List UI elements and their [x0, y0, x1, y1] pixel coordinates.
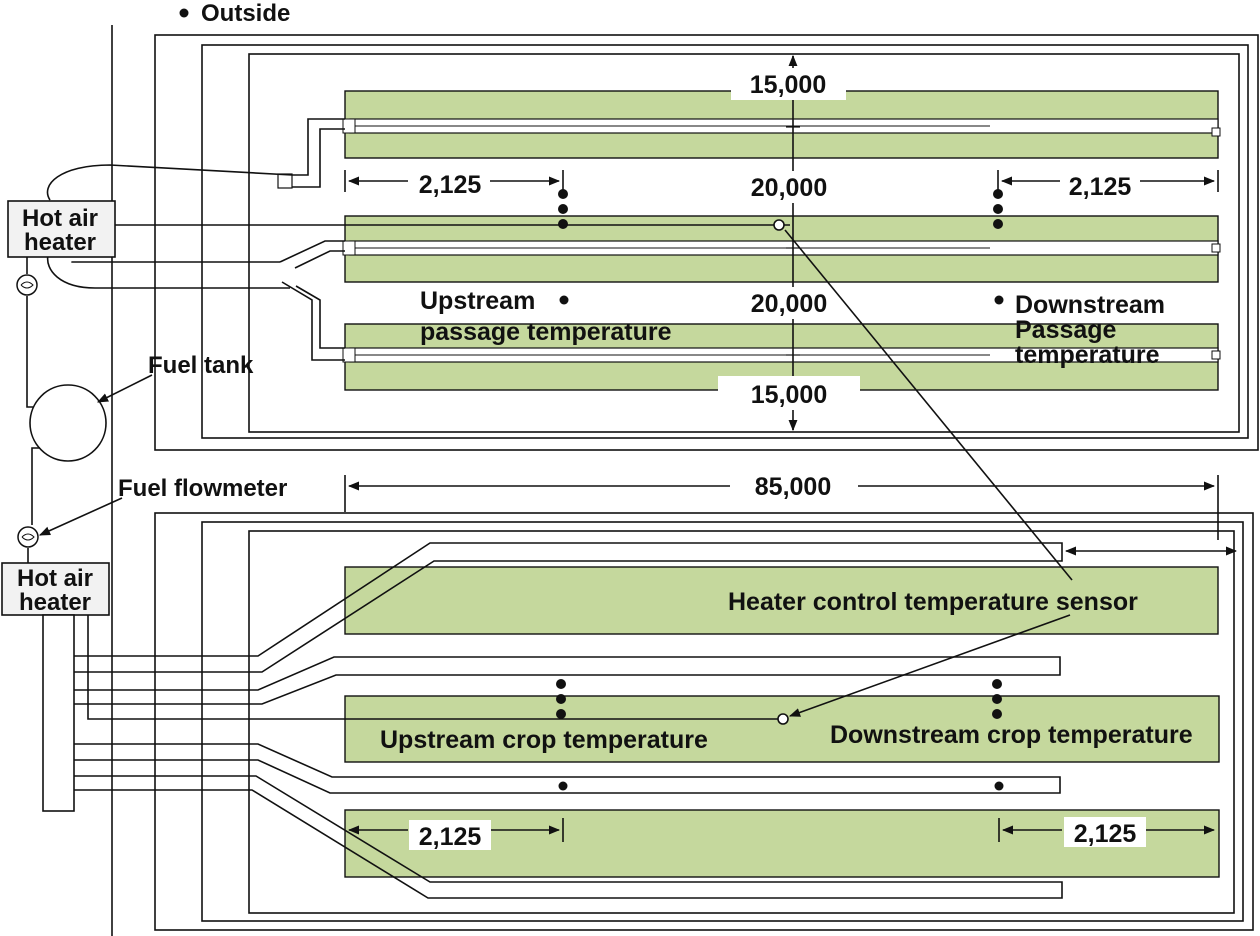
heater-top-label-2: heater — [24, 229, 96, 256]
heater-bottom-label-2: heater — [19, 589, 91, 616]
upstream-passage-label-1: Upstream — [420, 287, 535, 315]
sensor-dot — [558, 189, 568, 199]
dim-offset-bottom-right: 2,125 — [1074, 820, 1137, 848]
heater-control-sensor-bottom — [777, 713, 789, 725]
bottom-greenhouse: 85,000 — [74, 473, 1254, 931]
sensor-dot — [556, 709, 566, 719]
heater-control-sensor-top — [773, 219, 785, 231]
sensor-dot — [556, 679, 566, 689]
sensor-dot — [558, 781, 568, 791]
downstream-passage-dot — [994, 295, 1004, 305]
top-feed-pipes — [46, 118, 790, 361]
bottom-sensor-dots — [556, 679, 1004, 791]
sensor-dot — [993, 189, 1003, 199]
outside-sensor-dot — [179, 8, 189, 18]
sensor-leader-bottom — [788, 614, 1071, 717]
heater-control-sensor-label: Heater control temperature sensor — [728, 588, 1138, 616]
upstream-passage-dot — [559, 295, 569, 305]
bottom-crop-bed-1 — [344, 566, 1219, 635]
heater-top-label-1: Hot air — [22, 205, 98, 232]
bottom-middle-wall — [201, 521, 1244, 922]
dim-width-bottom: 15,000 — [751, 381, 827, 409]
outside-label: Outside — [201, 0, 290, 27]
downstream-passage-label-2: Passage — [1015, 316, 1117, 344]
top-sensor-dots — [558, 189, 1004, 305]
vertical-dimension — [786, 54, 800, 432]
fuel-tank-icon — [29, 384, 107, 462]
bottom-outer-wall — [154, 512, 1254, 931]
sensor-dot — [992, 679, 1002, 689]
bottom-inner-wall — [248, 530, 1235, 914]
flowmeter-top-icon — [16, 274, 38, 296]
fuel-tank-label: Fuel tank — [148, 352, 254, 379]
top-ducts — [342, 118, 1221, 363]
sensor-leader-top — [784, 229, 1073, 581]
dim-gap-2: 20,000 — [751, 290, 827, 318]
downstream-passage-label-3: temperature — [1015, 341, 1160, 369]
upstream-crop-label: Upstream crop temperature — [380, 726, 708, 754]
dim-gap-1: 20,000 — [751, 174, 827, 202]
dim-length: 85,000 — [755, 473, 831, 501]
dim-offset-top-left: 2,125 — [419, 171, 482, 199]
heater-top: Hot air heater — [7, 200, 116, 258]
dim-width-top: 15,000 — [750, 71, 826, 99]
fuel-flowmeter-label: Fuel flowmeter — [118, 475, 287, 502]
flowmeter-bottom-icon — [17, 526, 39, 548]
fuel-system: Fuel tank Fuel flowmeter — [16, 257, 287, 563]
sensor-dot — [556, 694, 566, 704]
heater-bottom: Hot air heater — [1, 562, 110, 812]
heater-bottom-label-1: Hot air — [17, 565, 93, 592]
sensor-dot — [992, 694, 1002, 704]
bottom-tubes — [74, 542, 1063, 899]
bottom-offset-dims — [347, 818, 1216, 842]
top-offset-dims — [344, 170, 1219, 192]
heater-bottom-manifold — [42, 614, 75, 812]
dim-offset-bottom-left: 2,125 — [419, 823, 482, 851]
downstream-crop-label: Downstream crop temperature — [830, 721, 1193, 749]
sensor-dot — [558, 219, 568, 229]
top-inner-wall — [248, 53, 1240, 433]
upstream-passage-label-2: passage temperature — [420, 318, 672, 346]
top-middle-wall — [201, 44, 1249, 439]
sensor-dot — [558, 204, 568, 214]
sensor-dot — [993, 219, 1003, 229]
downstream-passage-label-1: Downstream — [1015, 291, 1165, 319]
dim-offset-top-right: 2,125 — [1069, 173, 1132, 201]
sensor-dot — [992, 709, 1002, 719]
sensor-dot — [993, 204, 1003, 214]
top-outer-wall — [154, 34, 1259, 451]
sensor-dot — [994, 781, 1004, 791]
top-greenhouse: 15,000 20,000 20,000 15,000 2,125 2,125 … — [46, 34, 1259, 451]
bottom-crop-bed-2 — [344, 695, 1220, 763]
